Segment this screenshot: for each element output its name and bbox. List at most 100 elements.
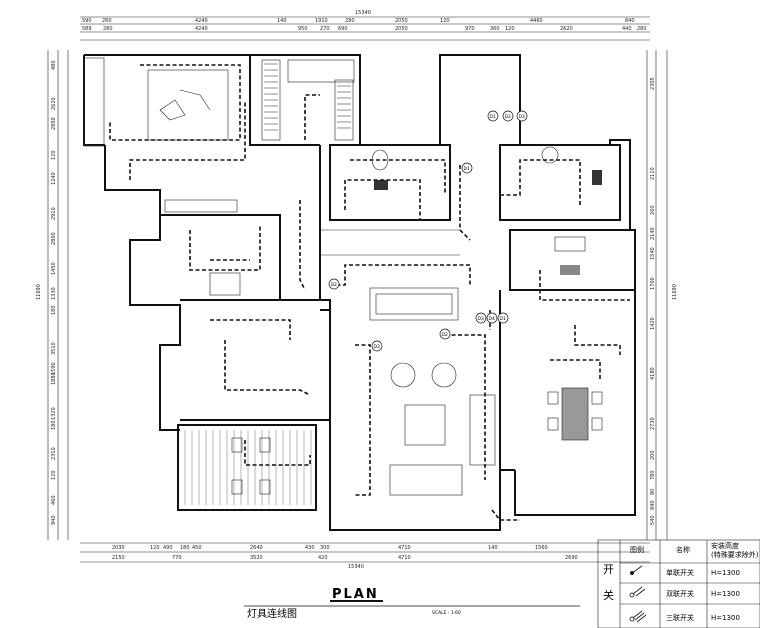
dimension-label: 2730 [650, 417, 656, 430]
top-total-dim: 15340 [355, 10, 371, 16]
tag-label: D3 [374, 344, 380, 350]
legend-group-label-2: 关 [603, 588, 614, 602]
legend-header-symbol: 图例 [630, 545, 644, 554]
dimension-label: 280 [103, 26, 113, 32]
single-switch-icon [630, 565, 643, 575]
right-dimension-lines: 2305211026021401540170014204180273020078… [646, 50, 678, 540]
dimension-label: 420 [318, 555, 328, 561]
dimension-label: 480 [51, 60, 57, 70]
legend-header-name: 名称 [676, 545, 690, 554]
dimension-label: 120 [505, 26, 515, 32]
dimension-label: 3510 [51, 342, 57, 355]
dimension-label: 2910 [51, 207, 57, 220]
dimension-label: 440 [622, 26, 632, 32]
legend-row-height-3: H=1300 [711, 614, 740, 622]
legend-row-name-2: 双联开关 [666, 589, 694, 598]
double-switch-icon [629, 586, 646, 598]
dimension-label: 4180 [650, 367, 656, 380]
plan-label: PLAN [332, 587, 379, 602]
legend-row-name-3: 三联开关 [666, 613, 694, 622]
dimension-label: 970 [465, 26, 475, 32]
dimension-label: 2690 [565, 555, 578, 561]
legend-row-name-1: 单联开关 [666, 568, 694, 577]
dimension-label: 260 [102, 18, 112, 24]
dimension-label: 490 [163, 545, 173, 551]
switch-legend-table: 开 关 图例 名称 安装高度 (特殊要求除外) 单联开关 H=1300 双联开关… [597, 539, 760, 628]
tag-label: D2 [505, 114, 511, 120]
tag-bubble [516, 110, 528, 122]
dimension-label: 1540 [650, 247, 656, 260]
dimension-label: 2850 [51, 117, 57, 130]
right-dims: 2305211026021401540170014204180273020078… [650, 77, 656, 525]
dimension-label: 180 [51, 305, 57, 315]
dimension-label: 1330 [51, 287, 57, 300]
tag-label: D4 [489, 316, 495, 322]
dimension-label: 360 [490, 26, 500, 32]
dimension-label: 4240 [195, 18, 208, 24]
tag-label: D1 [490, 114, 496, 120]
bottom-total-dim: 15340 [348, 564, 364, 570]
dimension-label: 1590 [51, 362, 57, 375]
dimension-label: 1910 [315, 18, 328, 24]
dimension-label: 2620 [51, 97, 57, 110]
tag-bubble [475, 312, 487, 324]
dimension-label: 1240 [51, 172, 57, 185]
legend-header-height-note: (特殊要求除外) [711, 550, 759, 559]
tag-label: D1 [500, 316, 506, 322]
left-dimension-lines: 4802620285012012402910280014501330180351… [36, 50, 69, 540]
dimension-label: 260 [650, 205, 656, 215]
dimension-label: 180 [51, 420, 57, 430]
dimension-label: 460 [51, 495, 57, 505]
dimension-label: 2050 [395, 18, 408, 24]
dimension-label: 770 [172, 555, 182, 561]
dimension-label: 2800 [51, 232, 57, 245]
dimension-label: 2140 [650, 227, 656, 240]
dimension-label: 120 [150, 545, 160, 551]
dimension-label: 2110 [650, 167, 656, 180]
dimension-label: 4710 [398, 555, 411, 561]
tag-bubble [486, 312, 498, 324]
dimension-label: 1420 [650, 317, 656, 330]
tag-bubble [461, 162, 473, 174]
title-block: PLAN 灯具连线图 SCALE : 1:60 [244, 587, 580, 620]
tag-bubble [328, 278, 340, 290]
dimension-label: 2030 [112, 545, 125, 551]
dimension-label: 1880 [51, 372, 57, 385]
dimension-label: 1700 [650, 277, 656, 290]
dimension-label: 2050 [395, 26, 408, 32]
drawing-scale: SCALE : 1:60 [432, 610, 461, 616]
dimension-label: 140 [488, 545, 498, 551]
dimension-label: 2310 [51, 447, 57, 460]
dimension-label: 3520 [250, 555, 263, 561]
dimension-label: 450 [192, 545, 202, 551]
dimension-label: 1320 [51, 407, 57, 420]
legend-row-height-1: H=1300 [711, 569, 740, 577]
legend-row-height-2: H=1300 [711, 590, 740, 598]
lighting-wiring [109, 64, 630, 521]
dimension-label: 120 [51, 470, 57, 480]
dimension-label: 4460 [530, 18, 543, 24]
dimension-label: 840 [625, 18, 635, 24]
tag-label: D2 [331, 282, 337, 288]
dimension-label: 180 [180, 545, 190, 551]
dimension-label: 940 [51, 515, 57, 525]
dimension-label: 2640 [250, 545, 263, 551]
tag-label: D2 [442, 332, 448, 338]
dimension-label: 280 [637, 26, 647, 32]
left-total-dim: 11690 [36, 284, 42, 300]
legend-group-label-1: 开 [603, 563, 614, 576]
tag-bubble [497, 312, 509, 324]
furniture [147, 59, 603, 505]
dimension-label: 4710 [398, 545, 411, 551]
dimension-label: 120 [440, 18, 450, 24]
dimension-label: 120 [51, 150, 57, 160]
dimension-label: 950 [298, 26, 308, 32]
dimension-label: 270 [320, 26, 330, 32]
dimension-label: 2305 [650, 77, 656, 90]
drawing-caption: 灯具连线图 [247, 607, 297, 620]
dimension-label: 430 [305, 545, 315, 551]
